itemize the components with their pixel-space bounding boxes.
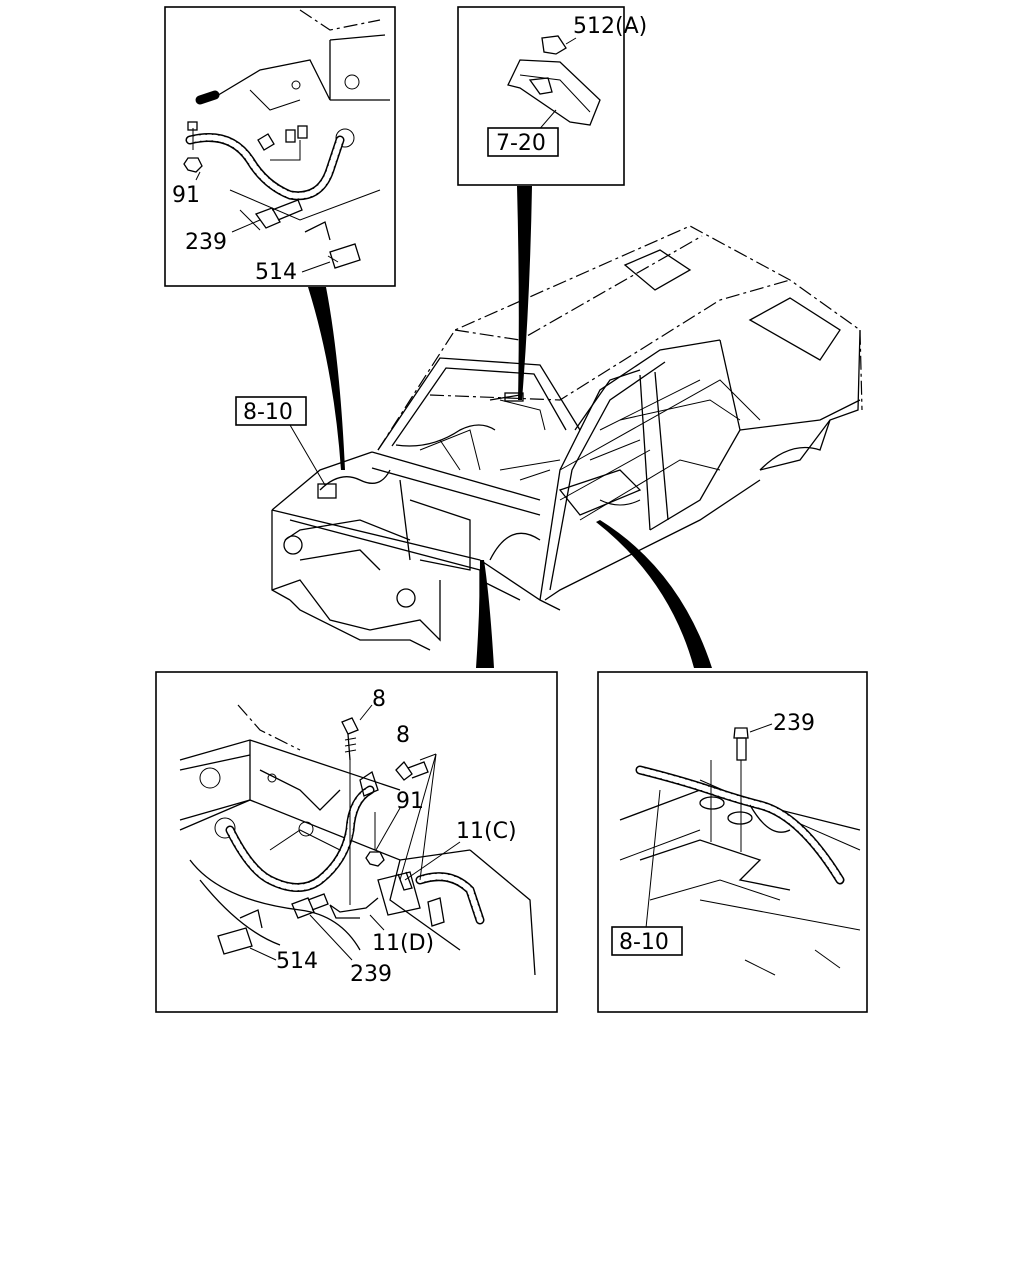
inset-top-right: 512(A) 7-20 [457, 6, 647, 186]
label-clip-512a: 512(A) [573, 14, 647, 39]
label-bracket-11d: 11(D) [372, 931, 434, 956]
inset-top-left: 91 239 514 [164, 6, 396, 287]
label-ref-8-10: 8-10 [619, 930, 669, 955]
label-clip-514: 514 [255, 260, 297, 285]
label-ref-7-20: 7-20 [496, 131, 546, 156]
ref-box-8-10 [611, 926, 683, 956]
label-bolt-8-top: 8 [372, 687, 386, 712]
vehicle-body [271, 225, 863, 651]
inset-pointers [308, 186, 712, 668]
label-bolt-239: 239 [185, 230, 227, 255]
label-bolt-8-right: 8 [396, 723, 410, 748]
label-bracket-11c: 11(C) [456, 819, 517, 844]
inset-bottom-left: 8 8 91 11(C) 11(D) 514 239 [155, 671, 558, 1013]
label-ref-8-10: 8-10 [243, 400, 293, 425]
label-bolt-239: 239 [773, 711, 815, 736]
label-nut-91: 91 [172, 183, 200, 208]
label-nut-91: 91 [396, 789, 424, 814]
ref-box-8-10 [235, 396, 307, 426]
inset-bottom-right: 239 8-10 [597, 671, 868, 1013]
label-clip-514: 514 [276, 949, 318, 974]
ref-box-7-20 [487, 127, 559, 157]
label-bolt-239: 239 [350, 962, 392, 987]
body-ref: 8-10 [235, 396, 326, 486]
